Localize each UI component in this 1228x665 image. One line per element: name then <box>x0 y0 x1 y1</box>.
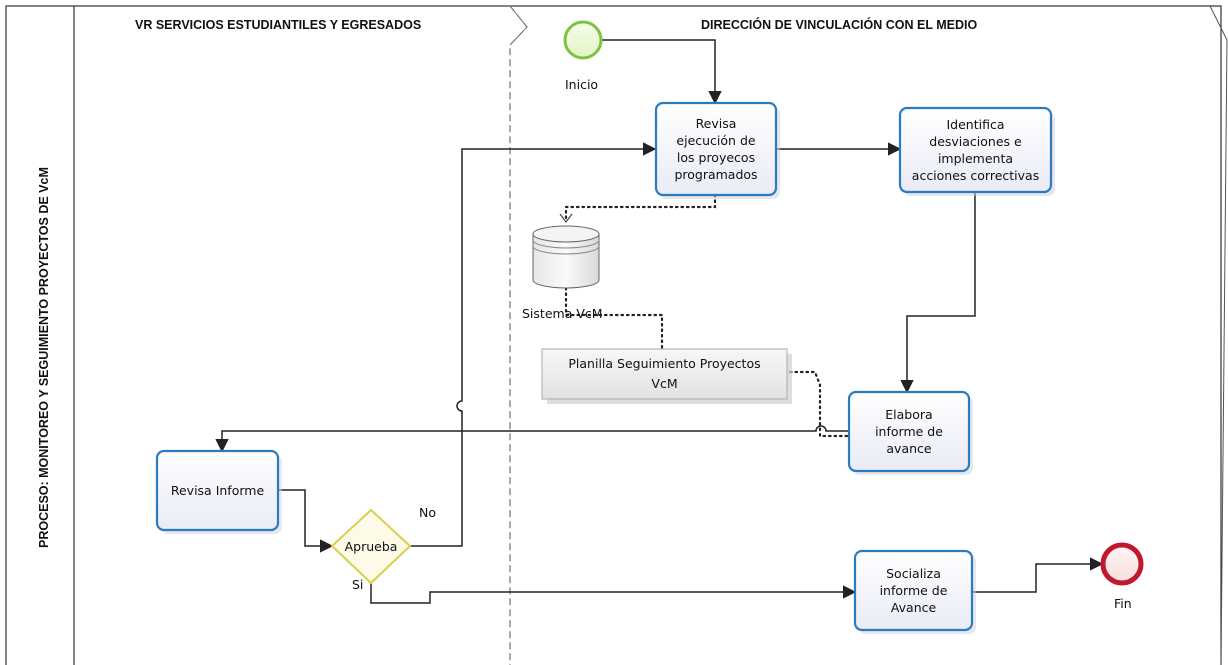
start-event-label: Inicio <box>565 77 599 92</box>
data-object-shape <box>541 348 792 404</box>
assoc-arrow-head <box>559 213 573 223</box>
end-event-label: Fin <box>1114 596 1132 611</box>
end-event-circle <box>1100 542 1144 586</box>
task-box-identifica[interactable] <box>898 106 1053 194</box>
lane-title-vinculacion: DIRECCIÓN DE VINCULACIÓN CON EL MEDIO <box>701 18 978 32</box>
pool-frame <box>5 5 1228 665</box>
data-store-label: Sistema VcM <box>522 306 603 321</box>
gateway-diamond[interactable] <box>330 508 412 585</box>
assoc-planilla-to-elabora <box>788 370 851 438</box>
task-revisa-ejecucion[interactable]: Revisa ejecución de los proyecos program… <box>674 116 758 182</box>
task-box-revisa-informe[interactable] <box>155 449 280 532</box>
task-identifica-desviaciones[interactable]: Identifica desviaciones e implementa acc… <box>911 117 1040 183</box>
task-revisa-informe[interactable]: Revisa Informe <box>170 483 265 498</box>
flow-start-to-revisa <box>601 39 722 105</box>
task-elabora-informe[interactable]: Elabora informe de avance <box>875 407 943 456</box>
assoc-revisa-to-db <box>564 193 717 224</box>
lane-title-vr-servicios: VR SERVICIOS ESTUDIANTILES Y EGRESADOS <box>135 18 422 32</box>
flow-socializa-to-fin <box>972 557 1104 593</box>
flow-no-to-revisa <box>410 142 657 547</box>
task-socializa-informe[interactable]: Socializa informe de Avance <box>879 566 948 615</box>
task-box-revisa-ejecucion[interactable] <box>654 101 778 197</box>
task-box-elabora[interactable] <box>847 390 971 473</box>
gateway-shape <box>330 508 412 585</box>
sequence-flows <box>215 39 1104 604</box>
gateway-no-label: No <box>419 505 436 520</box>
flow-identifica-to-elabora <box>900 192 976 394</box>
gateway-si-label: Si <box>352 577 364 592</box>
lane-separator <box>509 5 528 665</box>
data-object-label: Planilla Seguimiento Proyectos VcM <box>568 356 761 391</box>
start-event-circle <box>563 20 603 60</box>
data-store-shape <box>532 225 600 289</box>
gateway-label: Aprueba <box>344 539 398 554</box>
flow-revisa-informe-to-gateway <box>278 489 334 553</box>
flow-si-to-socializa <box>370 583 857 604</box>
task-shapes <box>155 101 1055 634</box>
assoc-db-to-planilla <box>564 286 664 352</box>
task-box-socializa[interactable] <box>853 549 974 632</box>
associations <box>564 193 851 438</box>
pool-title: PROCESO: MONITOREO Y SEGUIMIENTO PROYECT… <box>37 167 51 548</box>
flow-elabora-to-revisa-informe <box>215 425 849 453</box>
